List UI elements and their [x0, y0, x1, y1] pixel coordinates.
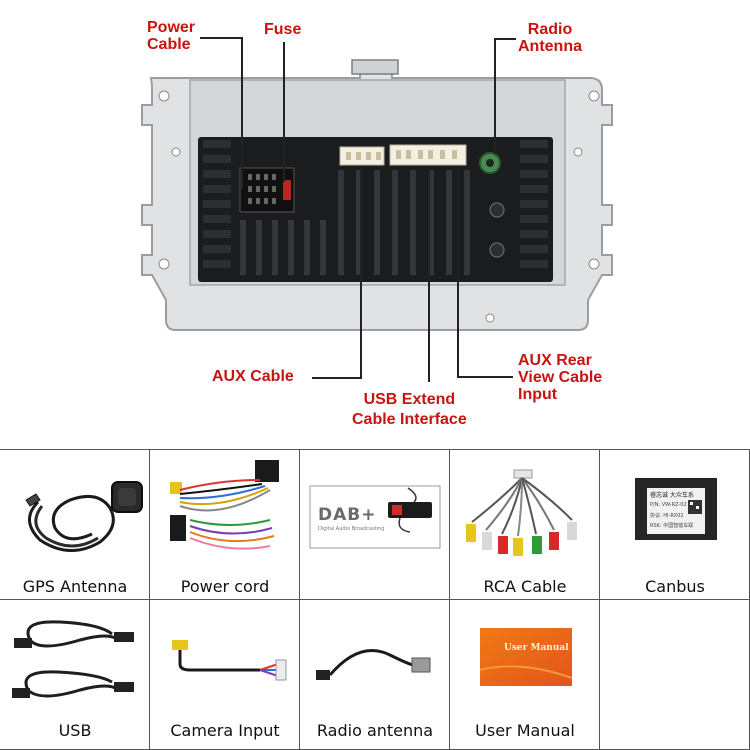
fuse-leader	[283, 42, 285, 182]
canbus-label-line4: RSK: 中国智能车联	[650, 523, 694, 529]
manual-cover-title: User Manual	[504, 643, 569, 653]
accessory-canbus: 睿志诚 大众车系 P/N: VW-RZ-02 协议: HI-RX02 RSK: …	[600, 450, 750, 600]
canbus-icon	[635, 478, 717, 540]
accessories-grid: GPS Antenna Power cord	[0, 449, 750, 750]
usb-extend-callout: USB Extend Cable Interface	[352, 391, 467, 428]
head-unit-rear-panel	[141, 59, 613, 331]
accessory-label: RCA Cable	[483, 577, 567, 596]
accessory-label: Canbus	[645, 577, 705, 596]
accessory-power-cord: Power cord	[150, 450, 300, 600]
accessory-label: Radio antenna	[316, 721, 434, 740]
power-cord-icon	[170, 460, 279, 550]
camera-input-icon	[172, 640, 287, 681]
usb-extend-leader	[428, 168, 430, 382]
rca-cable-icon	[466, 469, 577, 556]
radio-antenna-leader-drop	[494, 38, 496, 154]
power-cable-leader	[200, 37, 242, 39]
aux-rear-callout: AUX Rear View Cable Input	[518, 352, 603, 403]
aux-cable-leader	[312, 377, 362, 379]
accessory-label: USB	[58, 721, 92, 740]
power-cable-leader-drop	[241, 37, 243, 189]
aux-rear-leader	[457, 376, 513, 378]
canbus-label-line2: P/N: VW-RZ-02	[650, 502, 687, 508]
user-manual-icon	[479, 628, 573, 686]
accessory-usb: USB	[0, 600, 150, 750]
accessory-rca-cable: RCA Cable	[450, 450, 600, 600]
accessory-label: GPS Antenna	[22, 577, 128, 596]
fuse-callout: Fuse	[264, 21, 302, 38]
accessory-label: User Manual	[475, 721, 575, 740]
usb-cable-icon	[12, 620, 134, 698]
radio-antenna-callout: Radio Antenna	[518, 21, 582, 55]
accessory-user-manual: User Manual User Manual	[450, 600, 600, 750]
dab-plus-icon	[309, 485, 441, 549]
dab-subtitle: Digital Audio Broadcasting	[318, 526, 385, 532]
canbus-label-line3: 协议: HI-RX02	[650, 513, 684, 519]
dab-logo: DAB+	[318, 505, 377, 525]
accessory-radio-antenna: Radio antenna	[300, 600, 450, 750]
accessory-dab-plus: DAB+ Digital Audio Broadcasting	[300, 450, 450, 600]
aux-cable-callout: AUX Cable	[212, 368, 294, 385]
aux-rear-leader-drop	[457, 168, 459, 378]
radio-antenna-leader	[494, 38, 516, 40]
accessory-empty	[600, 600, 750, 750]
accessory-label: Power cord	[180, 577, 270, 596]
radio-antenna-icon	[316, 649, 431, 680]
aux-cable-leader-drop	[360, 168, 362, 379]
accessory-label: Camera Input	[170, 721, 280, 740]
canbus-label-line1: 睿志诚 大众车系	[650, 492, 694, 499]
accessory-gps-antenna: GPS Antenna	[0, 450, 150, 600]
head-unit-rear-diagram: Power Cable Fuse Radio Antenna AUX Cable…	[141, 19, 613, 428]
gps-antenna-icon	[25, 481, 143, 552]
accessory-camera-input: Camera Input	[150, 600, 300, 750]
power-cable-callout: Power Cable	[147, 19, 196, 53]
